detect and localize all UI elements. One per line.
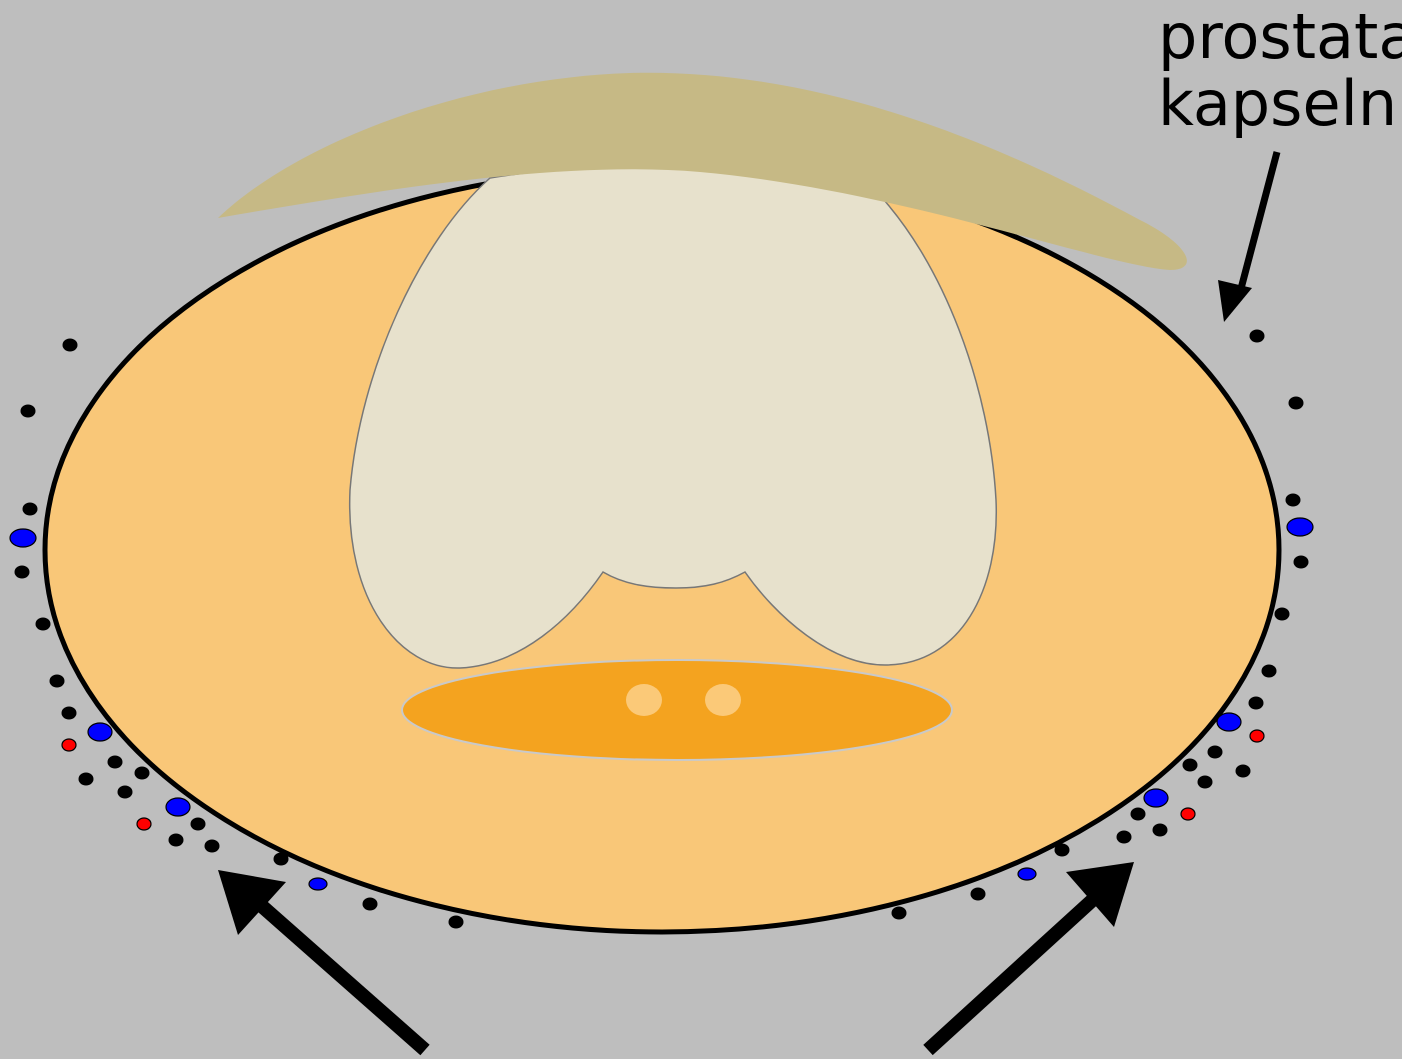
rectal-spot-left (626, 684, 662, 716)
nerve-dot (1262, 665, 1277, 678)
nerve-dot (1198, 776, 1213, 789)
right-pointer-arrow-shaft (928, 895, 1098, 1050)
nerve-dot (449, 916, 464, 929)
nerve-dot (1117, 831, 1132, 844)
artery-dot (137, 818, 151, 830)
rectal-spot-right (705, 684, 741, 716)
nerve-dot (1236, 765, 1251, 778)
nerve-dot (1249, 697, 1264, 710)
nerve-dot (135, 767, 150, 780)
nerve-dot (1208, 746, 1223, 759)
nerve-dot (62, 707, 77, 720)
left-pointer-arrow-shaft (255, 900, 425, 1050)
capsule-arrow-head (1218, 280, 1252, 322)
nerve-dot (23, 503, 38, 516)
nerve-dot (1153, 824, 1168, 837)
nerve-dot (79, 773, 94, 786)
vein-dot (10, 529, 36, 547)
capsule-label-line2: kapseln (1158, 67, 1397, 140)
nerve-dot (274, 853, 289, 866)
nerve-dot (1286, 494, 1301, 507)
nerve-dot (63, 339, 78, 352)
capsule-label-line1: prostata- (1158, 0, 1402, 73)
vein-dot (166, 798, 190, 816)
nerve-dot (50, 675, 65, 688)
vein-dot (309, 878, 327, 890)
rectal-wall (402, 660, 952, 760)
nerve-dot (1294, 556, 1309, 569)
nerve-dot (21, 405, 36, 418)
nerve-dot (1289, 397, 1304, 410)
nerve-dot (205, 840, 220, 853)
artery-dot (62, 739, 76, 751)
nerve-dot (971, 888, 986, 901)
nerve-dot (15, 566, 30, 579)
nerve-dot (108, 756, 123, 769)
nerve-dot (363, 898, 378, 911)
artery-dot (1181, 808, 1195, 820)
nerve-dot (1055, 844, 1070, 857)
nerve-dot (1250, 330, 1265, 343)
nerve-dot (892, 907, 907, 920)
vein-dot (1217, 713, 1241, 731)
nerve-dot (1131, 808, 1146, 821)
nerve-dot (1275, 608, 1290, 621)
vein-dot (88, 723, 112, 741)
capsule-arrow-shaft (1238, 152, 1277, 300)
vein-dot (1018, 868, 1036, 880)
nerve-dot (36, 618, 51, 631)
nerve-dot (1183, 759, 1198, 772)
vein-dot (1287, 518, 1313, 536)
vein-dot (1144, 789, 1168, 807)
nerve-dot (169, 834, 184, 847)
nerve-dot (191, 818, 206, 831)
nerve-dot (118, 786, 133, 799)
artery-dot (1250, 730, 1264, 742)
